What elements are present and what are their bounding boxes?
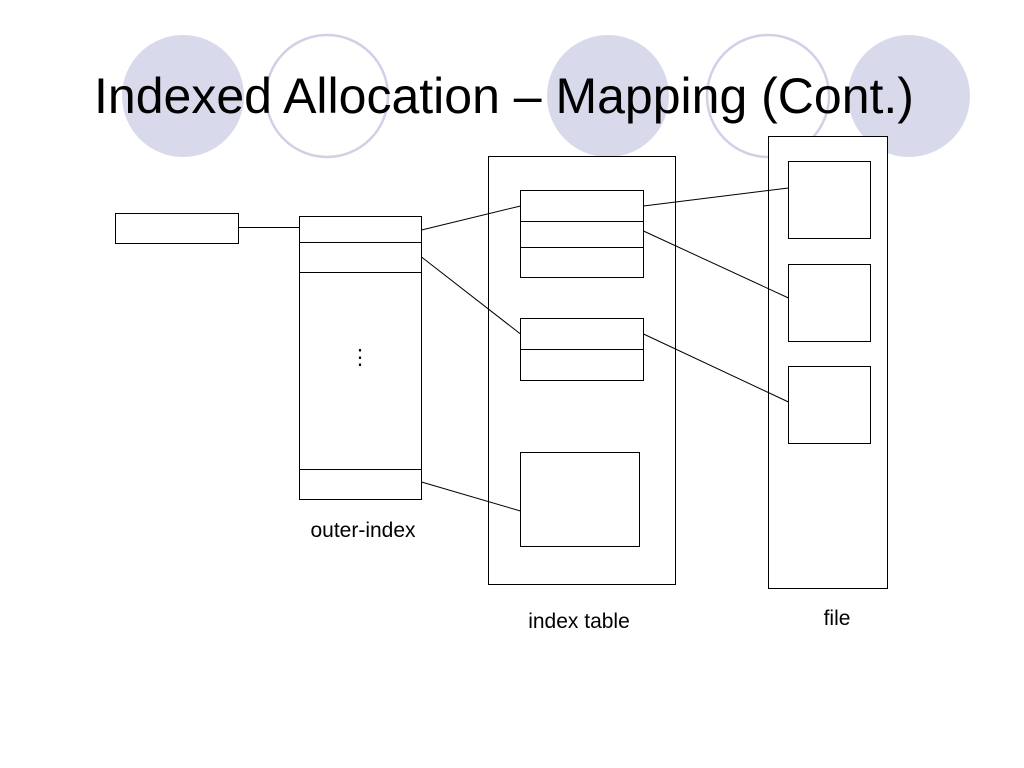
link-index-entry-1-to-file-block-1 bbox=[643, 187, 789, 207]
deco-circle-2 bbox=[264, 33, 390, 159]
outer-index-label: outer-index bbox=[310, 519, 416, 542]
index-block-3 bbox=[520, 452, 640, 547]
deco-circle-3 bbox=[547, 35, 669, 157]
deco-circle-1 bbox=[122, 35, 244, 157]
index-block-1 bbox=[520, 190, 644, 278]
index-table-label: index table bbox=[528, 610, 630, 633]
link-index-entry-2-to-file-block-2 bbox=[643, 230, 789, 299]
file-block-3 bbox=[788, 366, 871, 444]
pointer-box bbox=[115, 213, 239, 244]
outer-index-block bbox=[299, 216, 422, 500]
deco-circle-5 bbox=[848, 35, 970, 157]
slide-title: Indexed Allocation – Mapping (Cont.) bbox=[94, 68, 914, 124]
file-block-2 bbox=[788, 264, 871, 342]
file-block-1 bbox=[788, 161, 871, 239]
file-label: file bbox=[824, 607, 851, 630]
ellipsis: ⋮ bbox=[350, 346, 371, 369]
link-outer-entry-1-to-index-block-1 bbox=[421, 205, 521, 231]
link-outer-last-to-index-block-3 bbox=[421, 481, 521, 512]
link-index-block-2-to-file-block-3 bbox=[643, 333, 789, 403]
link-outer-entry-2-to-index-block-2 bbox=[421, 256, 521, 335]
